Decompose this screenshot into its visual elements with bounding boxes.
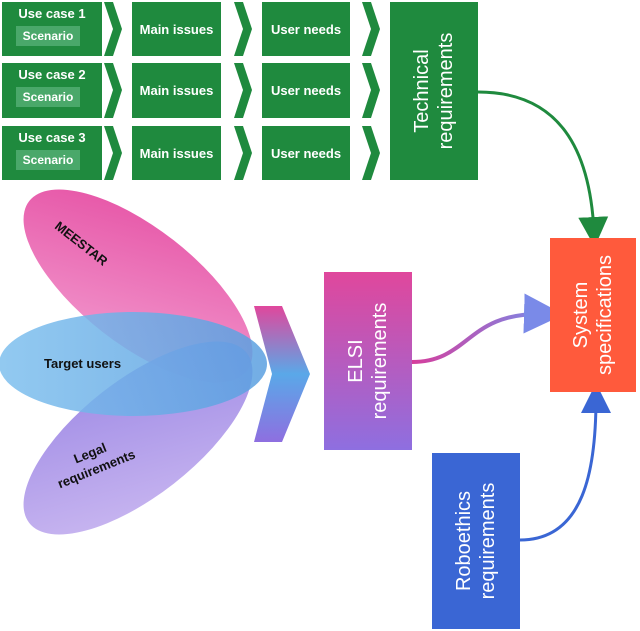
user-needs-box: User needs [262, 126, 350, 180]
label-line: requirements [369, 302, 391, 420]
chevrons-row-3 [104, 126, 380, 180]
roboethics-to-system-connector [519, 383, 611, 542]
label-line: Technical [411, 49, 433, 133]
technical-to-system-connector [477, 90, 609, 247]
chevron-arrow [104, 63, 122, 118]
chevron-arrow [234, 63, 252, 118]
chevron-arrow [234, 2, 252, 56]
user-needs-box: User needs [262, 63, 350, 118]
chevron-arrow [104, 2, 122, 56]
target-users-petal [0, 312, 267, 416]
label-line: requirements [435, 32, 457, 150]
chevrons-row-2 [104, 63, 380, 118]
user-needs-box: User needs [262, 2, 350, 56]
chevrons-row-1 [104, 2, 380, 56]
target-users-label: Target users [44, 356, 122, 371]
system-specifications-box: System specifications [550, 238, 636, 392]
main-issues-box: Main issues [132, 126, 221, 180]
scenario-label: Scenario [16, 26, 80, 46]
chevron-arrow [362, 63, 380, 118]
scenario-label: Scenario [16, 87, 80, 107]
use-case-title: Use case 2 [18, 67, 86, 82]
scenario-label: Scenario [16, 150, 80, 170]
elsi-requirements-label: ELSI requirements [344, 303, 392, 420]
use-case-title: Use case 3 [18, 130, 86, 145]
main-issues-box: Main issues [132, 2, 221, 56]
label-line: System [570, 281, 592, 349]
chevron-arrow [362, 2, 380, 56]
label-line: Roboethics [453, 490, 475, 592]
system-specifications-label: System specifications [569, 255, 617, 375]
chevron-arrow [104, 126, 122, 180]
main-issues-box: Main issues [132, 63, 221, 118]
petals [0, 189, 267, 535]
elsi-requirements-box: ELSI requirements [324, 272, 412, 450]
use-case-2-box: Use case 2 Scenario [2, 63, 102, 118]
elsi-chevron [254, 306, 310, 442]
chevron-arrow [234, 126, 252, 180]
use-case-3-box: Use case 3 Scenario [2, 126, 102, 180]
use-case-1-box: Use case 1 Scenario [2, 2, 102, 56]
chevron-arrow [362, 126, 380, 180]
label-line: specifications [594, 254, 616, 376]
label-line: ELSI [345, 339, 367, 383]
roboethics-requirements-box: Roboethics requirements [432, 453, 520, 629]
use-case-title: Use case 1 [18, 6, 86, 21]
technical-requirements-label: Technical requirements [410, 33, 458, 150]
elsi-to-system-connector [411, 293, 564, 364]
label-line: requirements [477, 482, 499, 600]
technical-requirements-box: Technical requirements [390, 2, 478, 180]
roboethics-requirements-label: Roboethics requirements [452, 483, 500, 600]
